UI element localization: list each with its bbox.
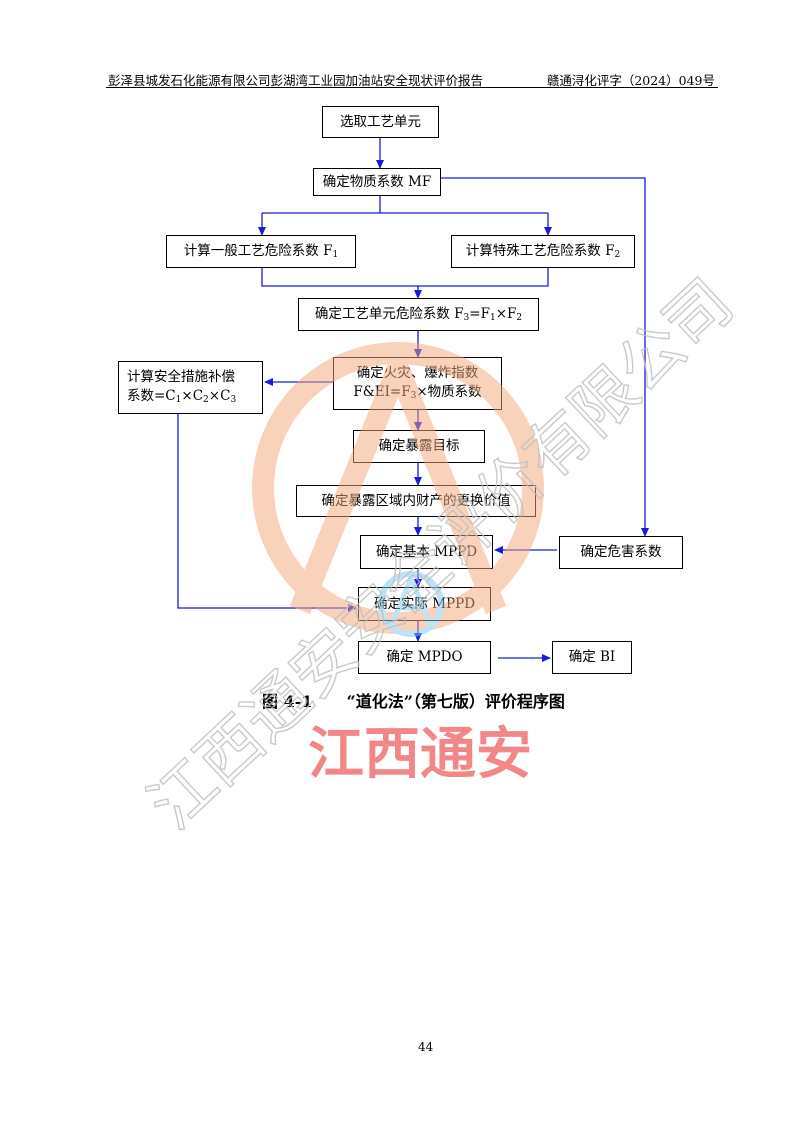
box-select-unit: 选取工艺单元 — [322, 106, 439, 138]
line-f1-f2-merge — [261, 268, 549, 287]
box-mpdo: 确定 MPDO — [358, 641, 491, 674]
box-special-hazard: 计算特殊工艺危险系数 F2 — [451, 235, 635, 268]
figure-number: 图 4-1 — [262, 692, 313, 711]
box-exposure-target-label: 确定暴露目标 — [378, 438, 460, 455]
box-unit-hazard: 确定工艺单元危险系数 F3=F1×F2 — [298, 298, 539, 331]
box-fei-line2: F&EI=F3×物质系数 — [353, 384, 482, 402]
box-damage-factor: 确定危害系数 — [559, 536, 683, 569]
header-rule — [106, 87, 718, 88]
box-credit-line2: 系数=C1×C2×C3 — [127, 388, 237, 406]
arrow-mf-to-damage — [441, 177, 649, 537]
box-unit-hazard-label: 确定工艺单元危险系数 F3=F1×F2 — [314, 305, 523, 323]
header-right: 赣通浔化评字（2024）049号 — [546, 73, 715, 88]
box-actual-mppd-label: 确定实际 MPPD — [373, 595, 476, 612]
box-fei-line1: 确定火灾、爆炸指数 — [356, 365, 479, 382]
box-base-mppd: 确定基本 MPPD — [360, 535, 493, 569]
box-base-mppd-label: 确定基本 MPPD — [375, 543, 478, 560]
box-mpdo-label: 确定 MPDO — [386, 649, 463, 666]
box-replacement-value-label: 确定暴露区域内财产的更换价值 — [321, 492, 511, 509]
box-credit-line1: 计算安全措施补偿 — [127, 369, 235, 386]
box-bi-label: 确定 BI — [568, 649, 616, 666]
box-select-unit-label: 选取工艺单元 — [340, 113, 421, 130]
box-exposure-target: 确定暴露目标 — [353, 430, 485, 463]
box-actual-mppd: 确定实际 MPPD — [358, 587, 491, 621]
box-general-hazard-label: 计算一般工艺危险系数 F1 — [183, 242, 339, 260]
header-left: 彭泽县城发石化能源有限公司彭湖湾工业园加油站安全现状评价报告 — [108, 73, 484, 88]
figure-title: “道化法”（第七版）评价程序图 — [346, 692, 565, 711]
page-number: 44 — [418, 1040, 434, 1054]
box-replacement-value: 确定暴露区域内财产的更换价值 — [296, 485, 536, 517]
box-safety-credit: 计算安全措施补偿 系数=C1×C2×C3 — [118, 361, 263, 414]
figure-caption: 图 4-1 “道化法”（第七版）评价程序图 — [262, 688, 565, 712]
box-bi: 确定 BI — [552, 641, 632, 674]
box-material-factor: 确定物质系数 MF — [313, 168, 441, 196]
box-fire-explosion-index: 确定火灾、爆炸指数 F&EI=F3×物质系数 — [333, 357, 502, 410]
box-special-hazard-label: 计算特殊工艺危险系数 F2 — [465, 242, 621, 260]
box-material-factor-label: 确定物质系数 MF — [322, 173, 432, 190]
box-general-hazard: 计算一般工艺危险系数 F1 — [166, 235, 356, 268]
box-damage-factor-label: 确定危害系数 — [580, 544, 662, 561]
